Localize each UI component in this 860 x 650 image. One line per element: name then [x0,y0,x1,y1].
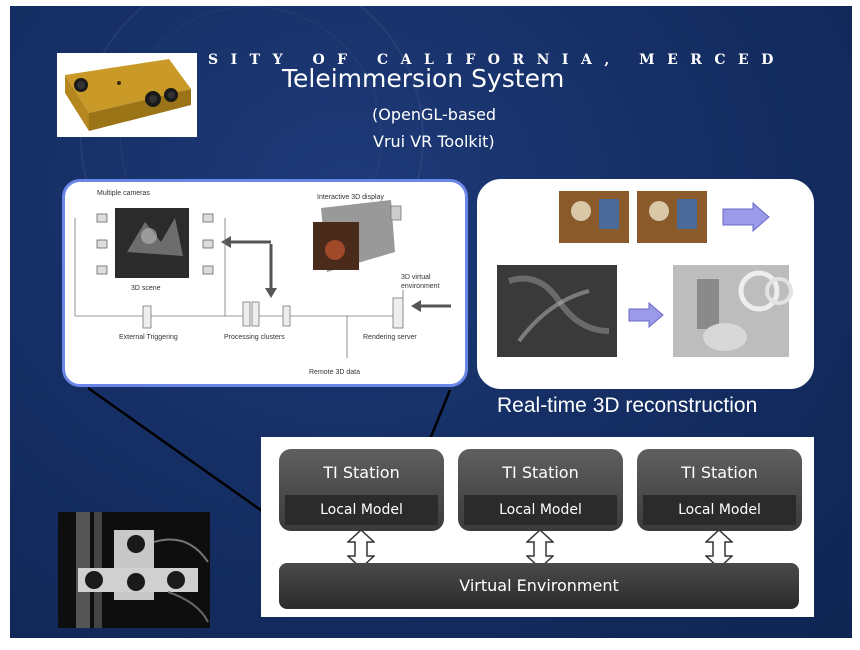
label-3d-scene: 3D scene [131,285,161,292]
label-remote-3d-data: Remote 3D data [309,369,360,376]
label-rendering-server: Rendering server [363,334,417,341]
label-external-triggering: External Triggering [119,334,178,341]
arrow-to-right [722,201,770,233]
pipeline-lines [74,218,404,358]
subtitle-line-1: (OpenGL-based [372,105,497,124]
local-model: Local Model [285,495,438,525]
university-banner: SITY OF CALIFORNIA, MERCED [208,52,786,68]
label-multiple-cameras: Multiple cameras [97,190,150,197]
ti-station-1: TI Station Local Model [279,449,444,531]
ti-station-title: TI Station [502,463,579,482]
ti-architecture-diagram: TI Station Local Model TI Station Local … [261,437,814,617]
label-3d-virtual: 3D virtual [401,274,431,281]
camera-rig-photo [58,512,210,628]
page-subtitle: (OpenGL-based Vrui VR Toolkit) [372,101,496,155]
label-interactive-display: Interactive 3D display [317,194,384,201]
page-title: Teleimmersion System [282,64,565,93]
ti-station-title: TI Station [323,463,400,482]
subtitle-line-2: Vrui VR Toolkit) [373,132,495,151]
arrow-to-depth [628,301,664,329]
reconstruction-caption: Real-time 3D reconstruction [497,394,758,417]
cameras-left [96,213,108,275]
local-model: Local Model [464,495,617,525]
pipeline-nodes [142,297,404,329]
ti-station-title: TI Station [681,463,758,482]
stereo-camera-photo [57,53,197,137]
slide: SITY OF CALIFORNIA, MERCED Teleimmersion… [10,6,852,638]
ti-station-2: TI Station Local Model [458,449,623,531]
cameras-right [202,213,214,275]
label-environment: environment [401,283,440,290]
acquisition-diagram-panel: Multiple cameras Interactive 3D display … [62,179,468,387]
ti-station-3: TI Station Local Model [637,449,802,531]
label-processing-clusters: Processing clusters [224,334,285,341]
virtual-environment-bar: Virtual Environment [279,563,799,609]
reconstruction-panel [477,179,814,389]
local-model: Local Model [643,495,796,525]
